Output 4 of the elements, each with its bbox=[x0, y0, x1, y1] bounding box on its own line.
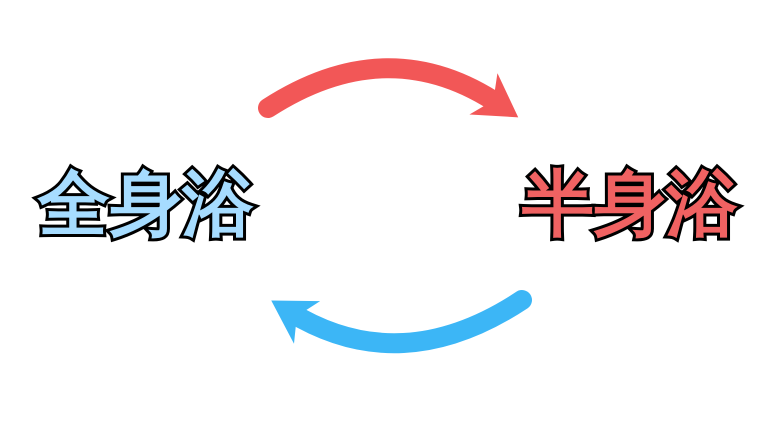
curved-arrow bbox=[270, 290, 532, 353]
curved-arrow bbox=[258, 58, 519, 118]
node-label: 半身浴 bbox=[522, 166, 738, 238]
node-label: 全身浴 bbox=[38, 166, 254, 238]
